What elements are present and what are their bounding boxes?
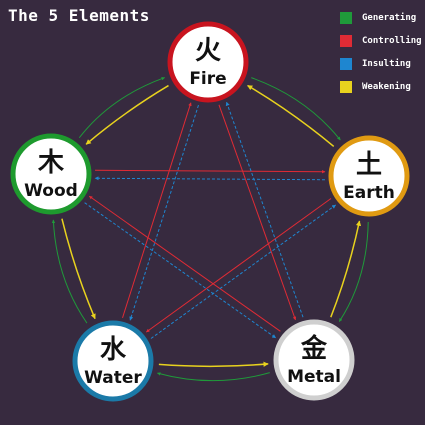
arrow-weakening-metal-to-earth	[330, 220, 362, 318]
legend-swatch-generating	[340, 11, 352, 24]
arrow-weakening-water-to-metal	[158, 361, 269, 368]
arrow-weakening-fire-to-wood	[85, 84, 169, 145]
legend: Generating Controlling Insulting Weakeni…	[340, 6, 422, 98]
legend-label-generating: Generating	[362, 12, 417, 23]
element-ring-earth	[328, 135, 410, 217]
legend-label-controlling: Controlling	[362, 35, 422, 46]
element-ring-wood	[10, 133, 92, 215]
arrow-generating-wood-to-fire	[78, 76, 166, 139]
arrow-generating-water-to-wood	[51, 219, 88, 324]
element-ring-metal	[273, 319, 355, 401]
arrow-generating-earth-to-metal	[338, 221, 369, 322]
arrow-controlling-earth-to-water	[146, 198, 332, 333]
page-title: The 5 Elements	[8, 6, 150, 25]
element-name-water: Water	[84, 368, 142, 388]
element-glyph-earth: 土	[356, 150, 382, 180]
arrow-generating-metal-to-water	[157, 372, 270, 382]
arrow-insulting-earth-to-wood	[94, 176, 325, 181]
arrow-insulting-water-to-earth	[150, 204, 337, 339]
legend-swatch-insulting	[340, 57, 352, 70]
arrow-insulting-wood-to-metal	[84, 202, 277, 339]
arrow-controlling-water-to-fire	[122, 102, 192, 319]
legend-swatch-weakening	[340, 80, 352, 93]
element-node-earth: 土 Earth	[328, 135, 410, 217]
element-glyph-metal: 金	[300, 333, 328, 364]
element-name-metal: Metal	[287, 367, 341, 387]
element-glyph-water: 水	[100, 335, 127, 365]
arrow-controlling-metal-to-wood	[88, 195, 281, 332]
element-name-wood: Wood	[24, 181, 78, 201]
arrow-weakening-wood-to-water	[61, 218, 96, 320]
element-name-earth: Earth	[343, 183, 395, 203]
legend-item-insulting: Insulting	[340, 52, 422, 75]
legend-item-generating: Generating	[340, 6, 422, 29]
arrow-weakening-earth-to-fire	[247, 84, 335, 148]
element-ring-water	[72, 320, 154, 402]
element-node-wood: 木 Wood	[10, 133, 92, 215]
legend-swatch-controlling	[340, 34, 352, 47]
legend-item-controlling: Controlling	[340, 29, 422, 52]
arrow-insulting-fire-to-water	[129, 104, 199, 321]
element-glyph-wood: 木	[37, 148, 64, 178]
element-glyph-fire: 火	[195, 36, 221, 66]
arrow-insulting-metal-to-fire	[225, 101, 304, 318]
arrow-controlling-wood-to-earth	[95, 169, 326, 174]
element-node-water: 水 Water	[72, 320, 154, 402]
legend-label-weakening: Weakening	[362, 81, 411, 92]
arrow-generating-fire-to-earth	[251, 77, 341, 141]
arrow-controlling-fire-to-metal	[218, 104, 297, 321]
element-node-metal: 金 Metal	[273, 319, 355, 401]
legend-item-weakening: Weakening	[340, 75, 422, 98]
element-node-fire: 火 Fire	[167, 21, 249, 103]
element-name-fire: Fire	[189, 69, 226, 89]
legend-label-insulting: Insulting	[362, 58, 411, 69]
element-ring-fire	[167, 21, 249, 103]
